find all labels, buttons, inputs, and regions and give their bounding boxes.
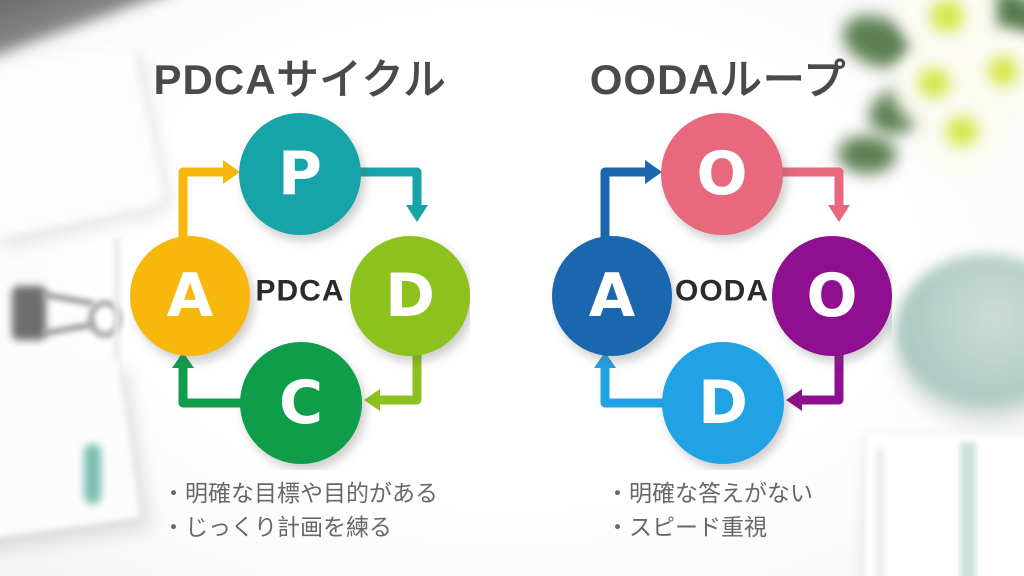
- ooda-node-decide: [662, 342, 784, 464]
- ooda-letter-o2: O: [806, 261, 857, 331]
- flower-center: [946, 116, 978, 146]
- flower-center: [918, 68, 950, 98]
- pdca-diagram: P D C A PDCA: [130, 113, 470, 464]
- pdca-letter-p: P: [278, 139, 322, 209]
- ooda-node-observe: [661, 113, 783, 235]
- pdca-node-plan: [239, 113, 361, 235]
- pdca-letter-d: D: [385, 261, 435, 331]
- pdca-arrow-c-to-a: [172, 352, 250, 408]
- paper-edge: [114, 238, 120, 438]
- pdca-node-check: [240, 342, 362, 464]
- pdca-letter-c: C: [279, 368, 323, 438]
- pdca-center-label: PDCA: [255, 275, 344, 308]
- ooda-arrow-o-to-o: [772, 167, 850, 222]
- binder-clip: [12, 286, 46, 340]
- card-bottom-right-edge: [876, 448, 884, 576]
- flower-center: [930, 0, 964, 32]
- bullet-item: ・明確な答えがない: [606, 480, 813, 506]
- bullet-item: ・明確な目標や目的がある: [162, 480, 438, 506]
- card-bottom-right-stripe: [960, 442, 976, 576]
- ooda-letter-a: A: [589, 261, 636, 331]
- ooda-bullet-list: ・明確な答えがない ・スピード重視: [606, 476, 966, 544]
- ooda-diagram: O O D A OODA: [552, 113, 892, 464]
- ooda-arrow-d-to-a: [594, 352, 672, 408]
- flower-center: [988, 56, 1018, 86]
- bullet-item: ・スピード重視: [606, 514, 767, 540]
- notebook-teal-tab: [84, 444, 101, 504]
- bullet-item: ・じっくり計画を練る: [162, 514, 392, 540]
- pdca-title: PDCAサイクル: [153, 56, 447, 103]
- pdca-bullet-list: ・明確な目標や目的がある ・じっくり計画を練る: [162, 476, 522, 544]
- ooda-node-act: [552, 236, 672, 356]
- pdca-node-act: [130, 236, 250, 356]
- ooda-letter-d: D: [698, 368, 748, 438]
- pdca-node-do: [350, 236, 470, 356]
- pdca-arrow-p-to-d: [350, 167, 428, 222]
- ooda-letter-o1: O: [696, 139, 747, 209]
- pdca-arrow-d-to-c: [364, 345, 422, 411]
- ooda-node-orient: [772, 236, 892, 356]
- pdca-letter-a: A: [167, 261, 214, 331]
- ooda-arrow-o-to-d: [786, 345, 844, 411]
- ooda-title: OODAループ: [589, 56, 847, 103]
- ooda-center-label: OODA: [675, 275, 769, 308]
